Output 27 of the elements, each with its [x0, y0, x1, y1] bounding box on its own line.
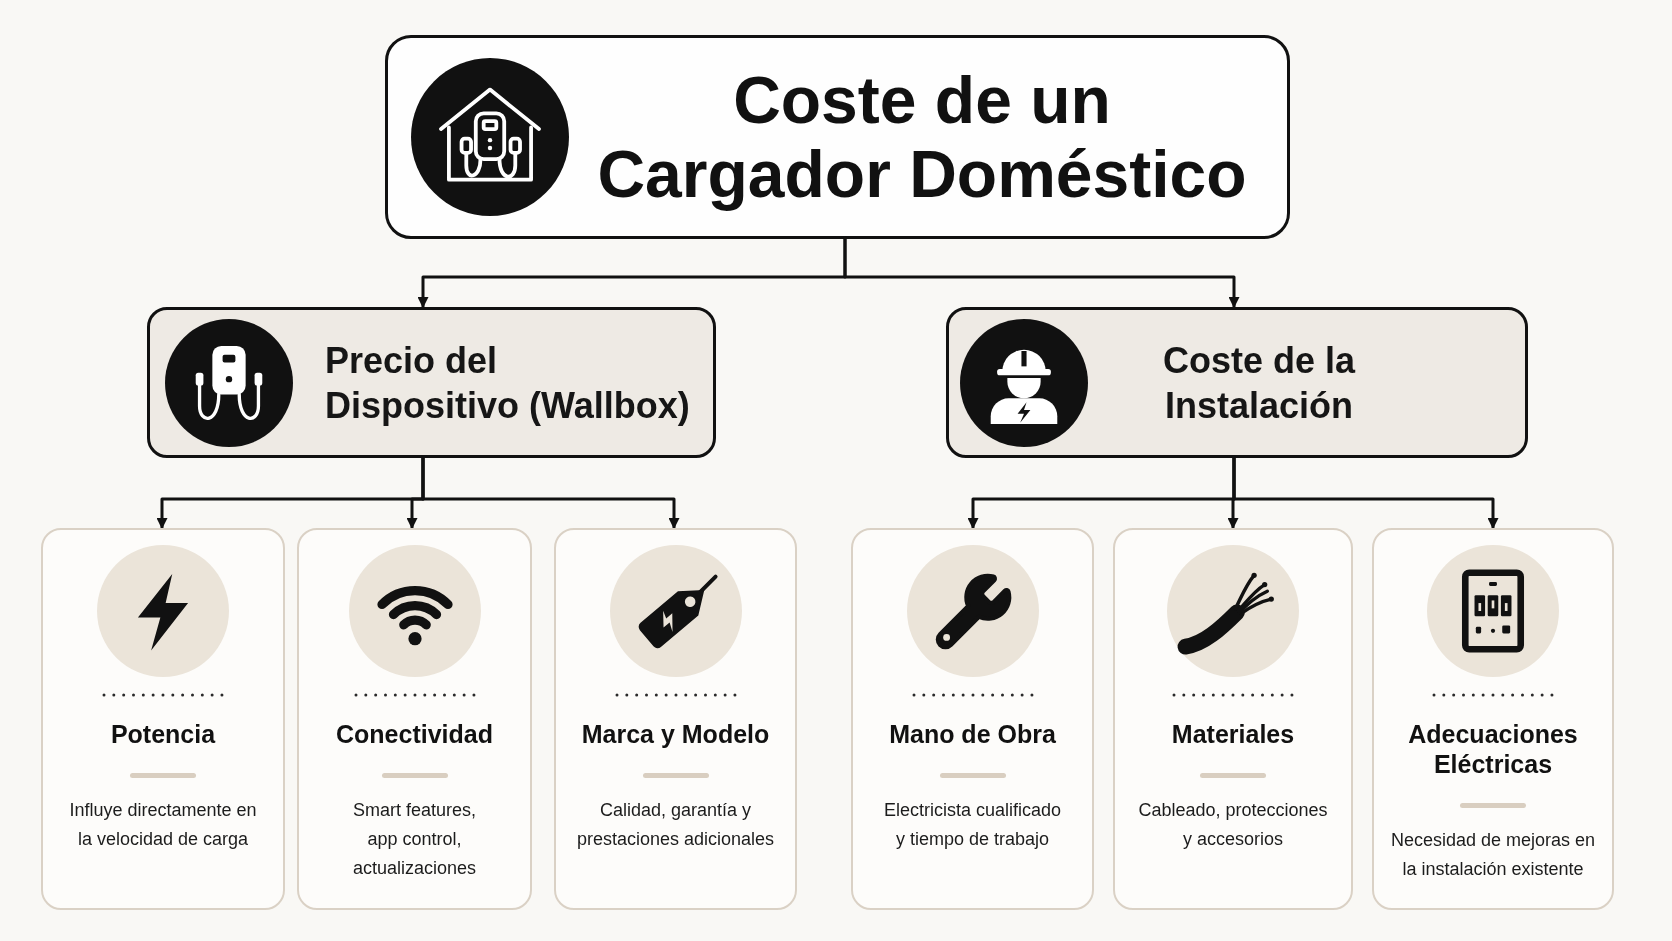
connector-arrow	[1232, 458, 1499, 530]
card-description: Influye directamente en la velocidad de carga	[68, 799, 258, 851]
header-title: Coste de un Cargador Doméstico	[596, 63, 1248, 211]
card-description: Cableado, protecciones y accesorios	[1137, 799, 1329, 851]
card-title: Conectividad	[335, 719, 494, 749]
category-title: Precio del Dispositivo (Wallbox)	[325, 338, 691, 428]
category-title: Coste de la Instalación	[1161, 338, 1357, 428]
card-title: Marca y Modelo	[580, 719, 771, 749]
factor-card	[851, 528, 1094, 910]
header-panel	[385, 35, 1290, 239]
connector-arrow	[843, 239, 1240, 309]
card-description: Necesidad de mejoras en la instalación existente	[1389, 829, 1597, 881]
card-description: Electricista cualificado y tiempo de trabajo	[882, 799, 1063, 851]
card-description: Calidad, garantía y prestaciones adicionales	[575, 799, 776, 851]
factor-card	[554, 528, 797, 910]
connector-arrow	[421, 458, 680, 530]
card-title: Potencia	[109, 719, 217, 749]
factor-card	[41, 528, 285, 910]
category-panel	[147, 307, 716, 458]
factor-card	[1113, 528, 1353, 910]
card-title: Materiales	[1170, 719, 1296, 749]
card-title: Mano de Obra	[888, 719, 1057, 749]
factor-card	[297, 528, 532, 910]
category-panel	[946, 307, 1528, 458]
card-title: Adecuaciones Eléctricas	[1407, 719, 1579, 779]
factor-card	[1372, 528, 1614, 910]
card-description: Smart features, app control, actualizaciones	[351, 799, 478, 880]
